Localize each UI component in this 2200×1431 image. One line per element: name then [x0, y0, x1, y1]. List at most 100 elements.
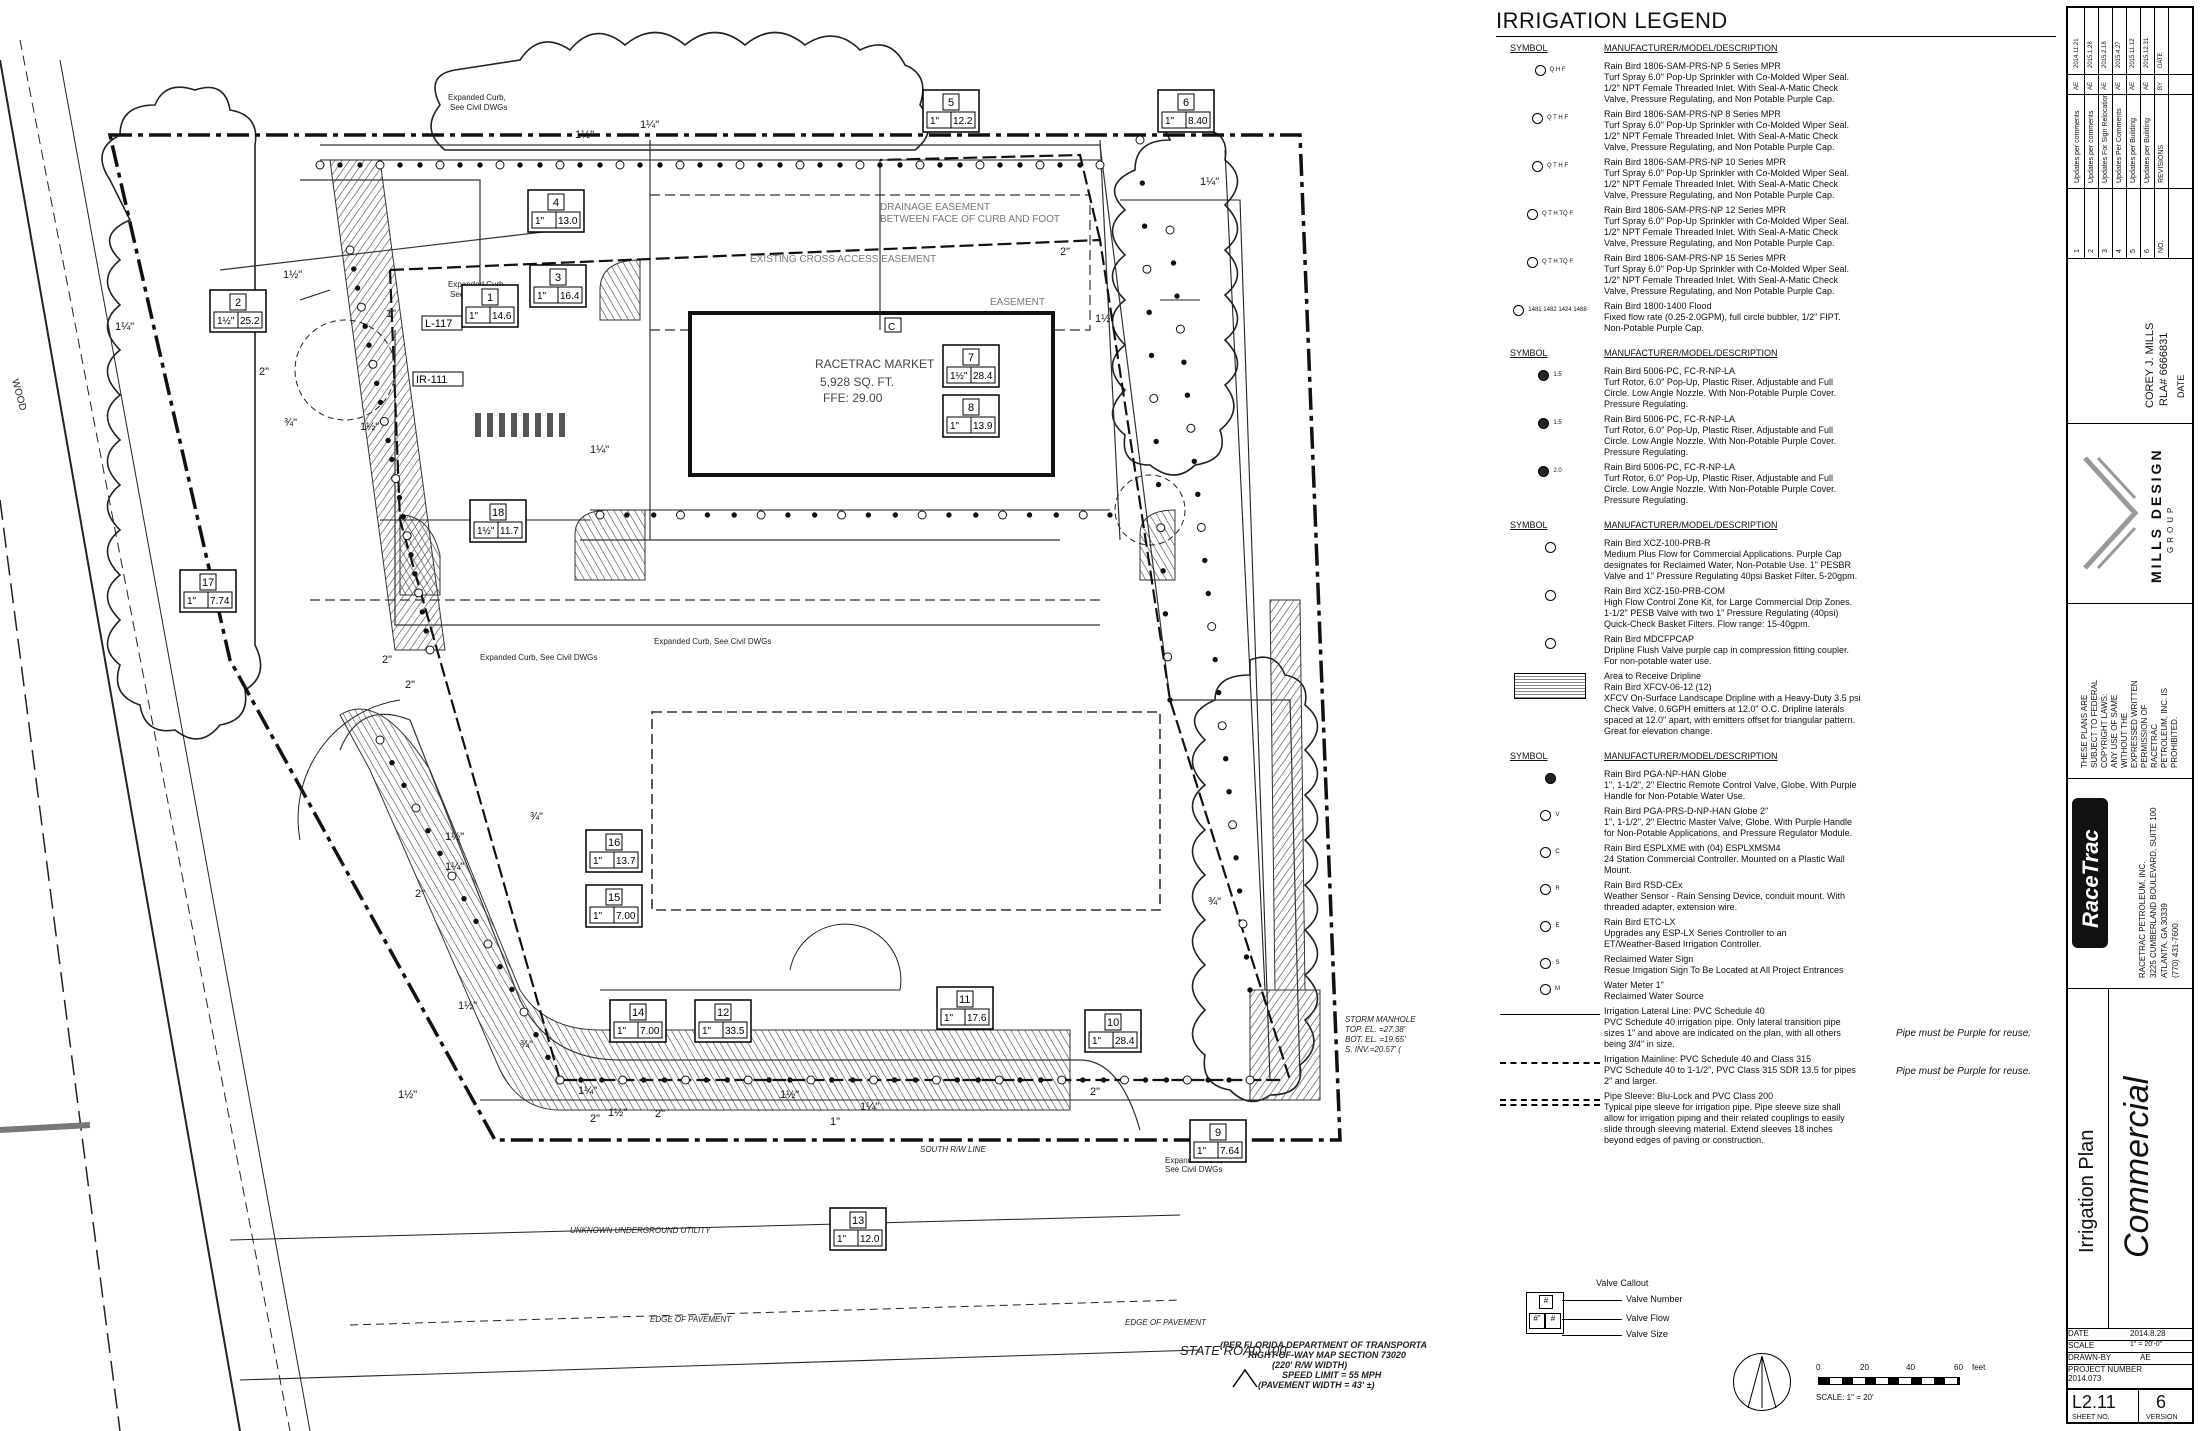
irrigation-site-plan: RACETRAC MARKET 5,928 SQ. FT. FFE: 29.00… [0, 31, 1427, 1431]
valve-number: 4 [553, 197, 559, 209]
sprinkler-head-icon [497, 964, 503, 970]
valve-size: 1" [1165, 116, 1175, 127]
sprinkler-head-icon [954, 1077, 960, 1083]
valve-callout: 41"13.0 [527, 189, 585, 233]
legend-symbol-icon: S [1496, 954, 1604, 976]
valve-callout: 31"16.4 [529, 264, 587, 308]
svg-text:WOOD: WOOD [9, 378, 28, 412]
legend-symbol-icon: 1.5 [1496, 414, 1604, 458]
pipe-size-labels: 1½"1¼"2"¾"1"2"1¼"1½"2"¾"1½"1¼"2"1½"¾"1¼"… [115, 119, 1221, 1128]
pipe-size-label: 2" [590, 1113, 600, 1125]
sheet-title: Irrigation Plan [2076, 1129, 2098, 1253]
sprinkler-head-icon [1170, 260, 1177, 266]
sprinkler-head-icon [1191, 458, 1198, 464]
road-edges [0, 39, 1201, 1431]
legend-item: Irrigation Lateral Line: PVC Schedule 40… [1496, 1006, 2056, 1050]
pipe-size-label: 1½" [458, 1000, 477, 1012]
svg-text:EXISTING CROSS ACCESS EASEMENT: EXISTING CROSS ACCESS EASEMENT [750, 254, 936, 265]
pipe-size-label: 1½" [398, 1089, 417, 1101]
irrigation-laterals [299, 149, 1290, 1101]
sprinkler-head-icon [545, 1054, 551, 1061]
sprinkler-head-icon [477, 162, 483, 168]
sprinkler-head-icon [408, 552, 414, 558]
sprinkler-head-icon [423, 628, 429, 634]
sprinkler-head-icon [345, 245, 355, 255]
controller-symbol: C [888, 322, 895, 333]
valve-size: 1" [944, 1013, 954, 1024]
architect-license: RLA# 6666831 [2158, 332, 2170, 406]
legend-symbol-icon: M [1496, 980, 1604, 1002]
sprinkler-heads [315, 135, 1255, 1085]
legend-symbol-icon: 1.5 [1496, 366, 1604, 410]
sprinkler-head-icon [946, 512, 952, 518]
sprinkler-head-icon [1107, 512, 1113, 518]
sprinkler-head-icon [356, 302, 366, 312]
sprinkler-head-icon [651, 512, 657, 518]
sprinkler-head-icon [1243, 954, 1250, 960]
sprinkler-head-icon [1236, 888, 1243, 894]
svg-text:BOT. EL. =19.65': BOT. EL. =19.65' [1345, 1035, 1406, 1044]
sprinkler-head-icon [1153, 438, 1159, 445]
valve-flow-symbol: # [1545, 1313, 1561, 1329]
sprinkler-head-icon [1146, 309, 1152, 315]
valve-callout: 121"33.5 [694, 999, 752, 1043]
sprinkler-head-icon [1202, 557, 1208, 564]
sprinkler-head-icon [389, 760, 395, 766]
valve-size: 1½" [477, 526, 495, 537]
sprinkler-head-icon [435, 160, 445, 170]
legend-symbol-icon: R [1496, 880, 1604, 913]
legend-item-name: Rain Bird 1806-SAM-PRS-NP 10 Series MPR [1604, 157, 1786, 167]
legend-item-name: Irrigation Lateral Line: PVC Schedule 40 [1604, 1006, 1765, 1016]
sprinkler-head-icon [998, 510, 1008, 520]
sprinkler-head-icon [368, 359, 378, 369]
sprinkler-head-icon [1155, 481, 1162, 488]
sprinkler-head-icon [1135, 135, 1145, 145]
sprinkler-head-icon [676, 510, 685, 520]
valve-size: 1" [930, 116, 940, 127]
valve-number: 18 [492, 507, 504, 519]
valve-size: 1" [1197, 1146, 1207, 1157]
legend-symbol-icon: 2.0 [1496, 462, 1604, 506]
sprinkler-head-icon [425, 828, 431, 834]
pipe-size-label: 1¼" [115, 321, 134, 333]
svg-text:S. INV.=20.57' (: S. INV.=20.57' ( [1345, 1045, 1402, 1054]
valve-callout: 111"17.6 [936, 986, 994, 1030]
valve-number: 1 [487, 292, 493, 304]
crosswalk [475, 413, 565, 437]
pipe-size-label: 1¼" [578, 1085, 597, 1097]
sprinkler-head-icon [577, 162, 583, 168]
sprinkler-head-icon [1142, 1077, 1149, 1083]
pipe-size-label: 2" [259, 366, 269, 378]
sprinkler-head-icon [1175, 324, 1185, 334]
sprinkler-head-icon [787, 1077, 793, 1083]
sprinkler-head-icon [640, 1077, 647, 1083]
pipe-size-label: 2" [382, 654, 392, 666]
legend-symbol-icon: C [1496, 843, 1604, 876]
racetrac-logo [2072, 798, 2108, 948]
pipe-size-label: 1½" [445, 831, 464, 843]
svg-text:See Civil DWGs: See Civil DWGs [1165, 1165, 1222, 1174]
valve-size: 1" [187, 596, 197, 607]
svg-text:EASEMENT: EASEMENT [990, 297, 1045, 308]
svg-text:See Civil DWGs: See Civil DWGs [450, 103, 507, 112]
sprinkler-head-icon [1080, 1077, 1086, 1083]
sprinkler-head-icon [417, 162, 423, 168]
north-arrow [1232, 1368, 1258, 1388]
legend-title: IRRIGATION LEGEND [1496, 8, 1728, 33]
legend-item: Irrigation Mainline: PVC Schedule 40 and… [1496, 1054, 2056, 1087]
sprinkler-head-icon [837, 510, 847, 520]
legend-item-name: Reclaimed Water Sign [1604, 954, 1694, 964]
valve-flow-label: Valve Flow [1626, 1313, 1670, 1323]
